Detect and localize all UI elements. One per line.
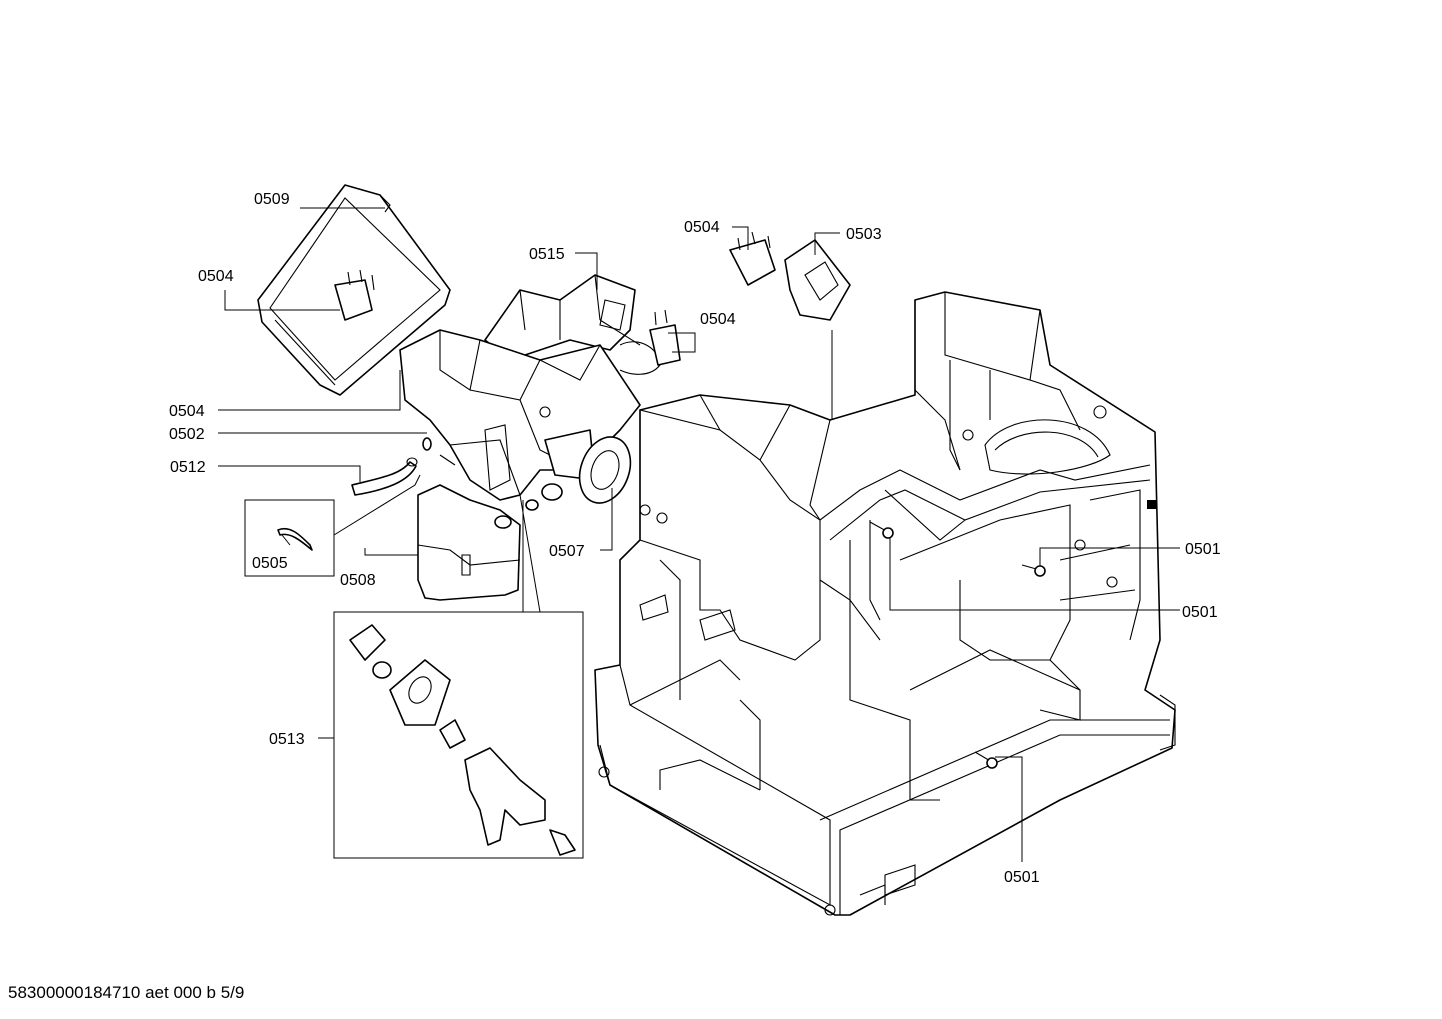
bracket-part — [484, 274, 636, 361]
screw-part-c — [974, 751, 998, 769]
part-number-labels: 0509 0504 0515 0504 0503 0504 0504 0502 … — [169, 191, 1221, 886]
water-tank-part — [417, 484, 521, 601]
leader-lines — [218, 207, 1180, 862]
label-0505: 0505 — [252, 555, 288, 572]
label-0508: 0508 — [340, 572, 376, 589]
switch-holder-part — [784, 239, 851, 321]
label-0504-valve: 0504 — [169, 403, 205, 420]
label-0509: 0509 — [254, 191, 290, 208]
sealing-ring-part — [544, 429, 632, 504]
label-0504-top: 0504 — [684, 219, 720, 236]
label-0507: 0507 — [549, 543, 585, 560]
label-0501-middle: 0501 — [1182, 604, 1218, 621]
label-0501-upper: 0501 — [1185, 541, 1221, 558]
document-reference-footer: 58300000184710 aet 000 b 5/9 — [8, 983, 245, 1002]
pump-parts-inset-box — [333, 611, 584, 859]
label-0502: 0502 — [169, 426, 205, 443]
clip-part — [422, 437, 456, 466]
label-0513: 0513 — [269, 731, 305, 748]
main-housing-frame — [594, 291, 1176, 916]
screw-part-b — [869, 521, 894, 539]
microswitch-part-c — [649, 309, 681, 366]
label-0504-cover: 0504 — [198, 268, 234, 285]
label-0512: 0512 — [170, 459, 206, 476]
microswitch-part-a — [334, 269, 375, 321]
label-0504-mid: 0504 — [700, 311, 736, 328]
microswitch-part-b — [729, 231, 776, 286]
label-0515: 0515 — [529, 246, 565, 263]
hose-part — [351, 457, 418, 496]
label-0501-lower: 0501 — [1004, 869, 1040, 886]
spring-inset-box — [244, 499, 335, 577]
label-0503: 0503 — [846, 226, 882, 243]
nut-part — [525, 483, 563, 511]
